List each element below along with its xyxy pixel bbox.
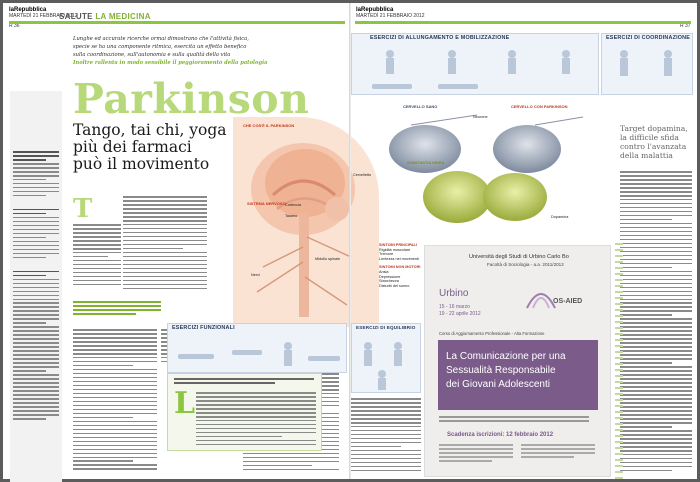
nervous-system-heading: SISTEMA NERVOSO xyxy=(247,201,286,206)
stretching-panel: ESERCIZI DI ALLUNGAMENTO E MOBILIZZAZION… xyxy=(351,33,599,95)
left-accent-band xyxy=(9,21,345,24)
kicker-text: Lunghe ed accurate ricerche ormai dimost… xyxy=(73,36,268,66)
what-is-heading: CHE COS'È IL PARKINSON xyxy=(243,123,295,128)
balance-exercises-panel: ESERCIZI DI EQUILIBRIO xyxy=(351,323,421,393)
left-sidebar-column xyxy=(10,91,62,482)
university-advert[interactable]: Università degli Studi di Urbino Carlo B… xyxy=(424,245,611,477)
advert-logo: OS-AIED xyxy=(553,298,583,305)
left-masthead: laRepubblica MARTEDÌ 21 FEBBRAIO 2012 xyxy=(9,7,78,19)
functional-exercises-panel: ESERCIZI FUNZIONALI xyxy=(167,323,347,373)
sidebar-box-inset: L xyxy=(167,373,322,451)
left-page-number: R 36 xyxy=(9,23,20,29)
anatomy-figure xyxy=(233,117,379,327)
symptoms-box: SINTOMI PRINCIPALI Rigidità muscolare Tr… xyxy=(379,243,421,288)
anatomy-label-thalamus: Talamo xyxy=(285,214,298,218)
title-word: Parkinson xyxy=(73,75,310,123)
article-column-1 xyxy=(73,329,157,477)
article-column-1-top xyxy=(73,224,121,294)
advert-deadline: Scadenza iscrizioni: 12 febbraio 2012 xyxy=(447,432,554,438)
article-dropcap: T xyxy=(73,194,93,224)
anatomy-label-nerves: Nervi xyxy=(251,273,260,277)
healthy-brain-heading: CERVELLO SANO xyxy=(403,104,438,109)
advert-logo-mark-icon xyxy=(526,293,556,309)
newspaper-spread: laRepubblica MARTEDÌ 21 FEBBRAIO 2012 R … xyxy=(3,3,697,482)
page-gutter xyxy=(349,3,351,479)
anatomy-label-spinal-cord: Midollo spinale xyxy=(315,257,341,261)
brain-comparison-figure xyxy=(389,114,584,223)
pullquote xyxy=(73,301,161,325)
right-column-rule xyxy=(615,243,623,479)
right-article-column-1 xyxy=(351,398,421,478)
right-accent-band xyxy=(355,21,691,24)
advert-title-block: La Comunicazione per una Sessualità Resp… xyxy=(438,340,598,410)
section-header: SALUTE LA MEDICINA xyxy=(59,12,151,21)
right-column-body xyxy=(620,171,692,477)
right-column-headline: Target dopamina, la difficile sfida cont… xyxy=(620,124,688,160)
neuron-label: Neurone xyxy=(473,115,488,119)
anatomy-label-cerebellum: Cervelletto xyxy=(353,173,372,177)
main-headline: Tango, tai chi, yoga più dei farmaci può… xyxy=(73,121,227,173)
right-page-number: R 37 xyxy=(680,23,691,29)
dopamine-label: Dopamina xyxy=(551,215,569,219)
parkinson-brain-heading: CERVELLO CON PARKINSON xyxy=(511,104,568,109)
right-masthead: laRepubblica MARTEDÌ 21 FEBBRAIO 2012 xyxy=(356,7,425,19)
coordination-panel: ESERCIZI DI COORDINAZIONE xyxy=(601,33,693,95)
article-column-2-top xyxy=(123,196,207,294)
substantia-nigra-label: SUBSTANTIA NIGRA xyxy=(407,161,445,165)
anatomy-label-cortex: Corteccia xyxy=(285,203,302,207)
